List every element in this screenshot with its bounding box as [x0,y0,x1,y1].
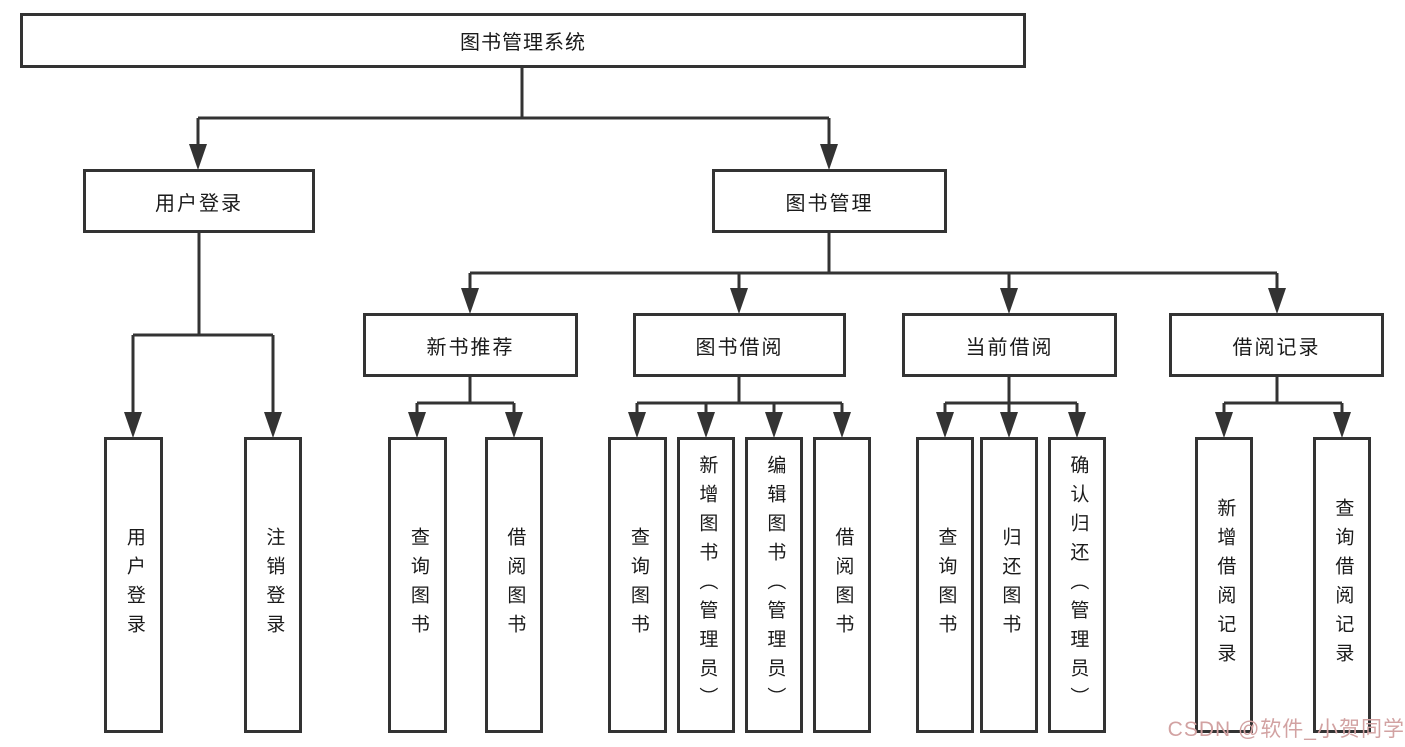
leaf-current-confirm-return-admin: 确认归还（管理员） [1048,437,1106,733]
arrowhead-current-query [936,412,954,438]
node-library-system: 图书管理系统 [20,13,1026,68]
leaf-borrowing-add-books-admin: 新增图书（管理员） [677,437,735,733]
node-new-book-recommend: 新书推荐 [363,313,578,377]
arrowhead-current-return [1000,412,1018,438]
node-borrowing-records: 借阅记录 [1169,313,1384,377]
leaf-current-return-books: 归还图书 [980,437,1038,733]
leaf-newrec-borrow-books-label: 借阅图书 [504,527,526,643]
arrowhead-new-book-recommend [461,288,479,314]
leaf-newrec-query-books-label: 查询图书 [407,527,429,643]
watermark: CSDN @软件_小贺同学 [1167,718,1405,741]
leaf-current-query-books-label: 查询图书 [935,527,957,643]
node-user-login-label: 用户登录 [155,192,243,215]
leaf-current-confirm-return-admin-label: 确认归还（管理员） [1067,454,1089,716]
arrowhead-borrowing-query [628,412,646,438]
leaf-user-login-label: 用户登录 [123,527,145,643]
leaf-user-login: 用户登录 [104,437,163,733]
arrowhead-leaf-logout [264,412,282,438]
leaf-logout-login: 注销登录 [244,437,302,733]
arrowhead-book-borrowing [730,288,748,314]
arrowhead-current-borrowing [1000,288,1018,314]
leaf-newrec-borrow-books: 借阅图书 [485,437,543,733]
node-book-management: 图书管理 [712,169,947,233]
leaf-borrowing-borrow-books: 借阅图书 [813,437,871,733]
leaf-newrec-query-books: 查询图书 [388,437,447,733]
node-borrowing-records-label: 借阅记录 [1232,336,1321,359]
arrowhead-user-login [189,144,207,170]
arrowhead-newrec-borrow [505,412,523,438]
leaf-borrowing-edit-books-admin: 编辑图书（管理员） [745,437,803,733]
arrowhead-records-add [1215,412,1233,438]
leaf-borrowing-query-books-label: 查询图书 [627,527,649,643]
leaf-borrowing-query-books: 查询图书 [608,437,667,733]
node-current-borrowing-label: 当前借阅 [965,336,1054,359]
node-book-borrowing-label: 图书借阅 [695,336,784,359]
arrowhead-newrec-query [408,412,426,438]
node-library-system-label: 图书管理系统 [460,32,586,54]
arrowhead-book-management [820,144,838,170]
node-book-borrowing: 图书借阅 [633,313,846,377]
arrowhead-records-query [1333,412,1351,438]
arrowhead-borrowing-add [697,412,715,438]
leaf-logout-login-label: 注销登录 [263,527,285,643]
leaf-borrowing-borrow-books-label: 借阅图书 [832,527,854,643]
node-new-book-recommend-label: 新书推荐 [426,336,515,359]
node-user-login: 用户登录 [83,169,315,233]
leaf-records-add-borrow-record: 新增借阅记录 [1195,437,1253,733]
node-book-management-label: 图书管理 [785,192,874,215]
leaf-records-query-borrow-record: 查询借阅记录 [1313,437,1371,733]
arrowhead-borrowing-records [1268,288,1286,314]
leaf-borrowing-add-books-admin-label: 新增图书（管理员） [696,454,718,716]
leaf-borrowing-edit-books-admin-label: 编辑图书（管理员） [764,454,786,716]
leaf-records-query-borrow-record-label: 查询借阅记录 [1332,498,1354,672]
arrowhead-borrowing-edit [765,412,783,438]
arrowhead-leaf-user-login [124,412,142,438]
leaf-records-add-borrow-record-label: 新增借阅记录 [1214,498,1236,672]
arrowhead-borrowing-borrow [833,412,851,438]
leaf-current-query-books: 查询图书 [916,437,974,733]
leaf-current-return-books-label: 归还图书 [999,527,1021,643]
arrowhead-current-confirm [1068,412,1086,438]
node-current-borrowing: 当前借阅 [902,313,1117,377]
